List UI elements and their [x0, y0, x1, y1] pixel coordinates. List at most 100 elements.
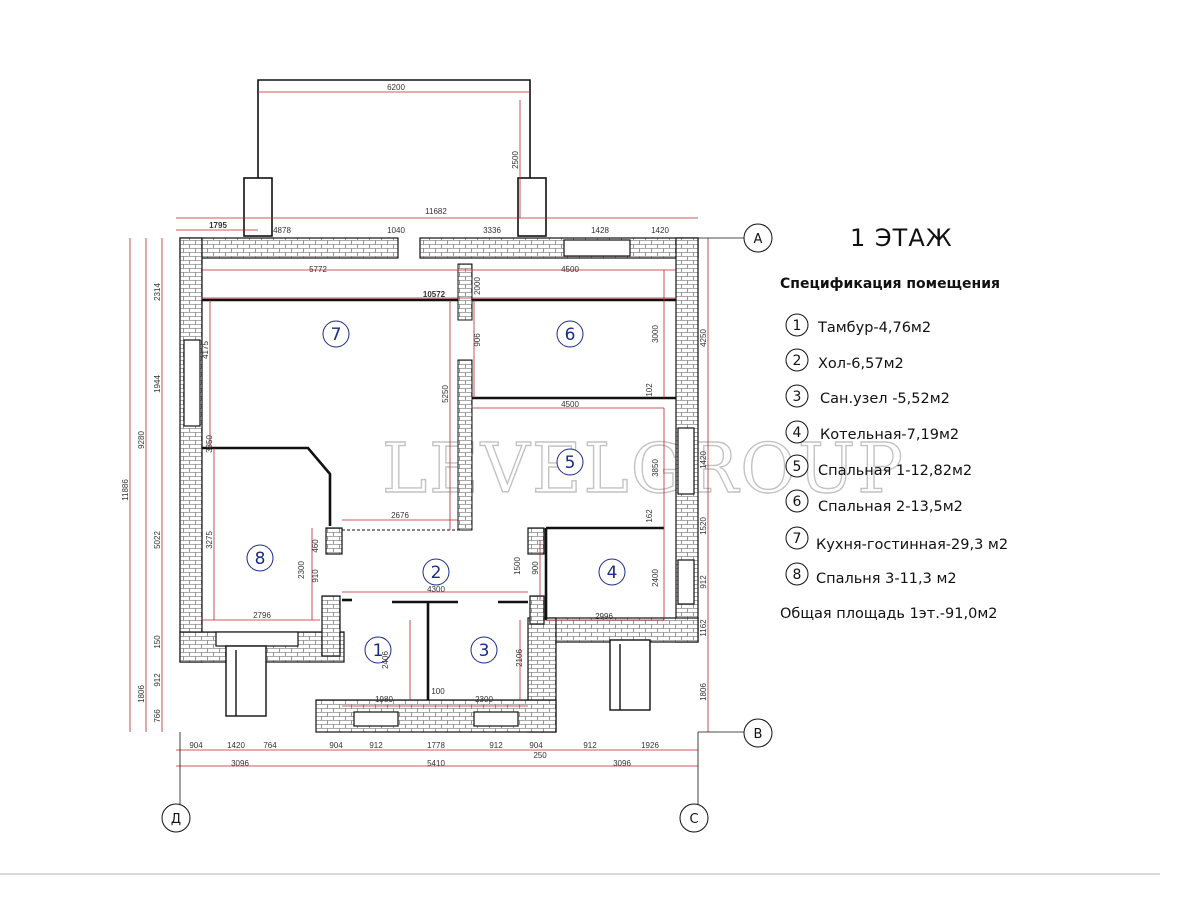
svg-text:764: 764 — [263, 741, 277, 750]
svg-text:1806: 1806 — [699, 683, 708, 701]
svg-text:100: 100 — [431, 687, 445, 696]
svg-text:11682: 11682 — [425, 207, 447, 216]
svg-text:А: А — [754, 232, 763, 247]
spec-item-7: 7 Кухня-гостинная-29,3 м2 — [785, 526, 1008, 553]
room-3-marker: 3 — [479, 641, 490, 661]
svg-text:912: 912 — [369, 741, 383, 750]
dimension-labels-vertical: 2500 11886 9280 2314 1944 5022 150 1806 … — [121, 151, 708, 723]
svg-text:900: 900 — [531, 561, 540, 575]
svg-text:3850: 3850 — [205, 435, 214, 453]
svg-text:В: В — [754, 727, 763, 742]
page-title: 1 ЭТАЖ — [850, 224, 953, 252]
porch-columns — [225, 639, 651, 717]
svg-text:460: 460 — [311, 539, 320, 553]
svg-text:Спальная 2-13,5м2: Спальная 2-13,5м2 — [818, 499, 963, 515]
svg-text:5772: 5772 — [309, 265, 327, 274]
dimension-lines — [129, 91, 709, 767]
svg-text:904: 904 — [189, 741, 203, 750]
svg-text:2500: 2500 — [511, 151, 520, 169]
svg-text:904: 904 — [329, 741, 343, 750]
axis-leaders — [0, 237, 1160, 875]
room-5-marker: 5 — [565, 453, 576, 473]
svg-text:4500: 4500 — [561, 265, 579, 274]
svg-text:3336: 3336 — [483, 226, 501, 235]
svg-text:1420: 1420 — [651, 226, 669, 235]
svg-text:102: 102 — [645, 383, 654, 397]
svg-text:906: 906 — [473, 333, 482, 347]
svg-text:4: 4 — [793, 425, 802, 441]
svg-text:1162: 1162 — [699, 619, 708, 637]
svg-text:Кухня-гостинная-29,3 м2: Кухня-гостинная-29,3 м2 — [816, 537, 1008, 553]
svg-text:4250: 4250 — [699, 329, 708, 347]
svg-text:3096: 3096 — [613, 759, 631, 768]
room-2-marker: 2 — [431, 563, 442, 583]
axis-marker-b: В — [743, 718, 773, 748]
brick-partitions — [457, 263, 473, 531]
spec-heading: Спецификация помещения — [780, 276, 1000, 292]
svg-text:2406: 2406 — [381, 651, 390, 669]
svg-text:2106: 2106 — [515, 649, 524, 667]
svg-text:2300: 2300 — [297, 561, 306, 579]
svg-text:1806: 1806 — [137, 685, 146, 703]
svg-text:4300: 4300 — [427, 585, 445, 594]
svg-text:10572: 10572 — [423, 290, 446, 299]
svg-text:150: 150 — [153, 635, 162, 649]
svg-text:7: 7 — [793, 531, 802, 547]
svg-text:1944: 1944 — [153, 375, 162, 393]
svg-text:2400: 2400 — [651, 569, 660, 587]
spec-item-1: 1 Тамбур-4,76м2 — [785, 313, 931, 337]
room-6-marker: 6 — [565, 325, 576, 345]
svg-text:904: 904 — [529, 741, 543, 750]
spec-list: 1 Тамбур-4,76м2 2 Хол-6,57м2 3 Сан.узел … — [785, 313, 1008, 587]
svg-text:912: 912 — [699, 575, 708, 589]
room-marker-labels: 7 6 5 8 2 4 1 3 — [255, 325, 618, 661]
svg-text:11886: 11886 — [121, 479, 130, 501]
dimension-labels-horizontal: 6200 11682 1795 4878 1040 3336 1428 1420… — [189, 83, 669, 768]
svg-text:5022: 5022 — [153, 531, 162, 549]
spec-item-3: 3 Сан.узел -5,52м2 — [785, 384, 950, 408]
room-1-marker: 1 — [373, 641, 384, 661]
svg-text:С: С — [689, 812, 698, 827]
svg-text:1: 1 — [793, 318, 802, 334]
spec-item-8: 8 Спальня 3-11,3 м2 — [785, 562, 957, 587]
terrace — [243, 79, 547, 237]
room-4-marker: 4 — [607, 563, 618, 583]
axis-marker-a: А — [743, 223, 773, 253]
svg-text:1420: 1420 — [227, 741, 245, 750]
svg-text:Котельная-7,19м2: Котельная-7,19м2 — [820, 427, 959, 443]
room-8-marker: 8 — [255, 549, 266, 569]
svg-text:2676: 2676 — [391, 511, 409, 520]
svg-text:1778: 1778 — [427, 741, 445, 750]
windows — [183, 239, 695, 727]
svg-text:8: 8 — [793, 567, 802, 583]
svg-text:9280: 9280 — [137, 431, 146, 449]
svg-text:1926: 1926 — [641, 741, 659, 750]
svg-text:2796: 2796 — [253, 611, 271, 620]
svg-text:912: 912 — [489, 741, 503, 750]
spec-item-5: 5 Спальная 1-12,82м2 — [785, 454, 972, 479]
svg-text:3096: 3096 — [231, 759, 249, 768]
spec-item-6: 6 Спальная 2-13,5м2 — [785, 489, 963, 515]
svg-text:1428: 1428 — [591, 226, 609, 235]
svg-text:4175: 4175 — [201, 341, 210, 359]
svg-text:Д: Д — [171, 812, 181, 827]
svg-text:3: 3 — [793, 389, 802, 405]
svg-text:5410: 5410 — [427, 759, 445, 768]
room-7-marker: 7 — [331, 325, 342, 345]
svg-text:4500: 4500 — [561, 400, 579, 409]
svg-text:4878: 4878 — [273, 226, 291, 235]
svg-text:912: 912 — [583, 741, 597, 750]
svg-text:2314: 2314 — [153, 283, 162, 301]
svg-text:2996: 2996 — [595, 612, 613, 621]
svg-text:3000: 3000 — [651, 325, 660, 343]
svg-text:766: 766 — [153, 709, 162, 723]
svg-text:250: 250 — [533, 751, 547, 760]
svg-text:Спальня 3-11,3 м2: Спальня 3-11,3 м2 — [816, 571, 957, 587]
svg-text:Спальная 1-12,82м2: Спальная 1-12,82м2 — [818, 463, 972, 479]
svg-text:1520: 1520 — [699, 517, 708, 535]
svg-text:5250: 5250 — [441, 385, 450, 403]
axis-marker-c: С — [679, 803, 709, 833]
svg-text:3275: 3275 — [205, 531, 214, 549]
svg-text:912: 912 — [153, 673, 162, 687]
